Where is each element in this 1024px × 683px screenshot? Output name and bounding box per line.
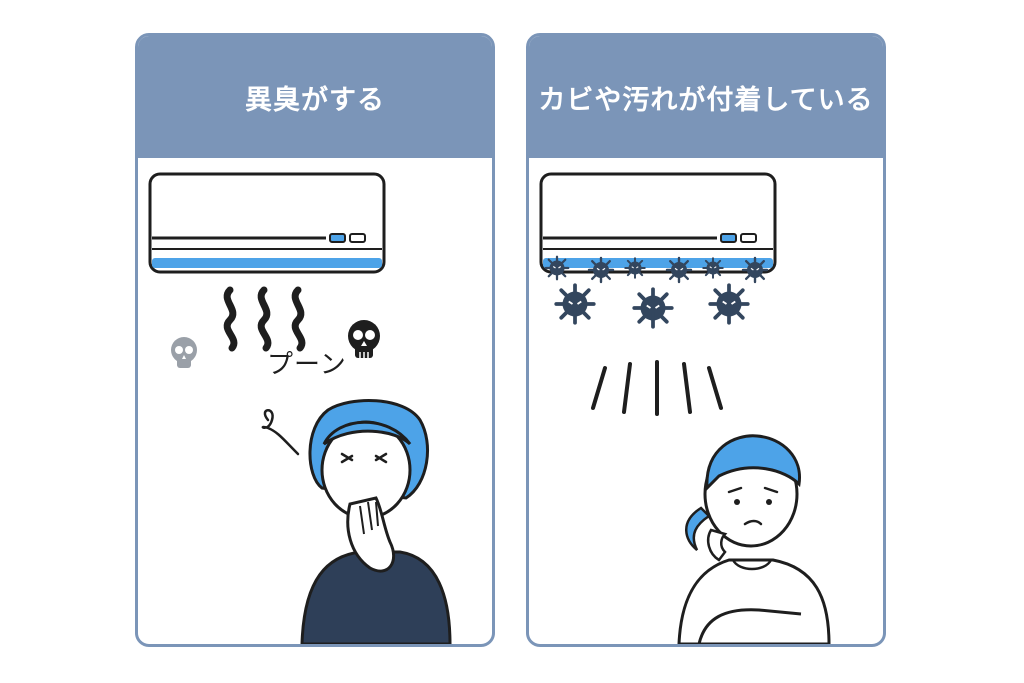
sound-effect-text: プーン bbox=[267, 350, 347, 380]
mold-panel: カビや汚れが付着している bbox=[526, 33, 886, 647]
smell-panel-title: 異臭がする bbox=[245, 84, 385, 116]
air-conditioner-icon bbox=[539, 172, 777, 274]
smell-panel: 異臭がする bbox=[135, 33, 495, 647]
mold-panel-header: カビや汚れが付着している bbox=[529, 36, 883, 158]
odor-wave-icon bbox=[223, 286, 306, 352]
skull-icon bbox=[171, 337, 197, 368]
squiggle-icon bbox=[261, 409, 300, 456]
smell-illustration bbox=[148, 172, 452, 644]
air-conditioner-icon bbox=[148, 172, 386, 274]
mold-illustration bbox=[539, 172, 831, 644]
smell-panel-header: 異臭がする bbox=[138, 36, 492, 158]
skull-icon bbox=[348, 320, 380, 358]
airflow-lines bbox=[591, 360, 723, 416]
concerned-woman bbox=[677, 434, 831, 644]
woman-covering-nose bbox=[300, 399, 452, 644]
mold-panel-title: カビや汚れが付着している bbox=[538, 84, 874, 116]
